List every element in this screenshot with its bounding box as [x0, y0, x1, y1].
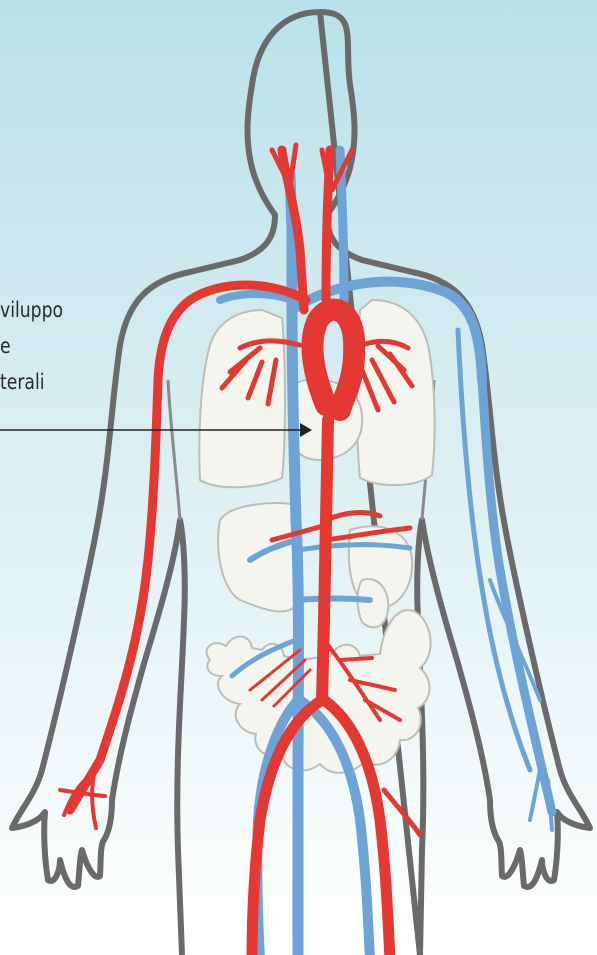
annotation-text: viluppo e terali	[0, 292, 63, 400]
hand-vein-a	[530, 770, 540, 820]
renal-vein	[298, 599, 370, 601]
annotation-line-1: viluppo	[0, 292, 63, 328]
right-arm-vein-3	[490, 580, 540, 700]
left-lung	[199, 310, 285, 487]
descending-aorta	[322, 420, 328, 700]
subclavian-vein-left	[220, 294, 292, 300]
hand-artery-a	[92, 770, 96, 828]
aortic-arch	[313, 310, 355, 410]
hand-vein-b	[548, 780, 552, 830]
annotation-line-2: e	[0, 328, 63, 364]
annotation-line-3: terali	[0, 364, 63, 400]
torso-inner-line-left	[168, 380, 180, 520]
